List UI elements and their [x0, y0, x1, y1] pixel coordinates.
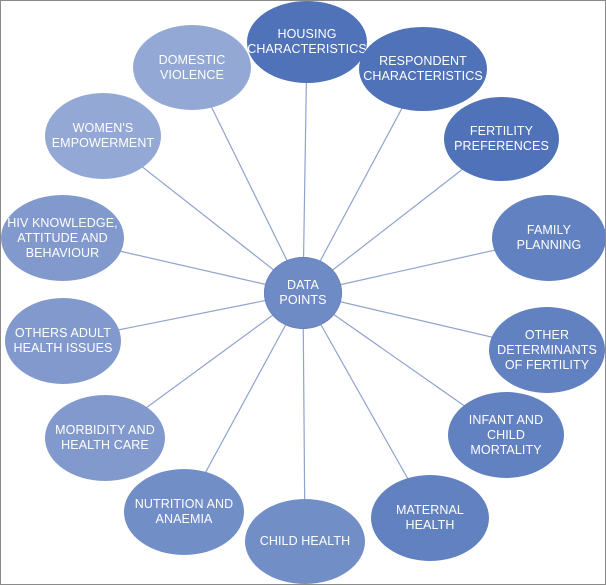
node-morbidity-and-health-care[interactable]: MORBIDITY AND HEALTH CARE [45, 395, 165, 481]
node-hiv-knowledge-attitude-behaviour[interactable]: HIV KNOWLEDGE, ATTITUDE AND BEHAVIOUR [1, 195, 124, 281]
node-child-health[interactable]: CHILD HEALTH [245, 499, 365, 584]
node-data-points-center[interactable]: DATA POINTS [264, 257, 342, 329]
node-maternal-health[interactable]: MATERNAL HEALTH [371, 475, 489, 561]
node-infant-child-mortality[interactable]: INFANT AND CHILD MORTALITY [448, 392, 564, 478]
node-womens-empowerment[interactable]: WOMEN'S EMPOWERMENT [45, 93, 161, 179]
spoke-housing-characteristics [302, 41, 308, 294]
node-family-planning[interactable]: FAMILY PLANNING [492, 195, 605, 281]
node-nutrition-and-anaemia[interactable]: NUTRITION AND ANAEMIA [124, 469, 244, 555]
node-housing-characteristics[interactable]: HOUSING CHARACTERISTICS [247, 1, 367, 83]
node-other-determinants-of-fertility[interactable]: OTHER DETERMINANTS OF FERTILITY [489, 307, 605, 393]
node-respondent-characteristics[interactable]: RESPONDENT CHARACTERISTICS [359, 27, 487, 111]
node-other-adult-health-issues[interactable]: OTHERS ADULT HEALTH ISSUES [5, 298, 121, 384]
node-fertility-preferences[interactable]: FERTILITY PREFERENCES [444, 97, 559, 181]
node-domestic-violence[interactable]: DOMESTIC VIOLENCE [133, 25, 251, 110]
